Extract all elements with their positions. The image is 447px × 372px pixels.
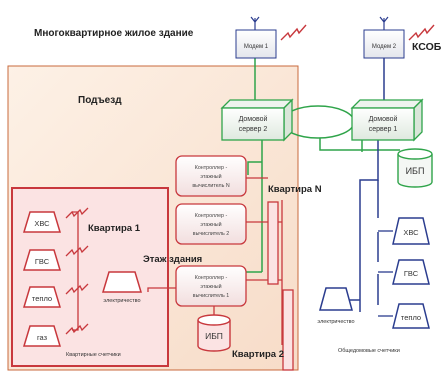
blue-backbone <box>359 138 379 312</box>
ups-building-label: ИБП <box>406 166 425 176</box>
svg-text:тепло: тепло <box>32 294 52 303</box>
apartment-n-bar <box>267 201 279 285</box>
server-1-label-1: Домовой <box>369 115 398 123</box>
antenna-icon <box>379 16 389 23</box>
apartment-n-label: Квартира N <box>268 184 322 195</box>
svg-text:ХВС: ХВС <box>403 228 419 237</box>
apartment-meters-caption: Квартирные счетчики <box>66 352 121 358</box>
link-apartment-meters <box>72 211 79 331</box>
svg-text:Контроллер -: Контроллер - <box>195 165 228 171</box>
svg-text:тепло: тепло <box>401 313 421 322</box>
server-2: Домовой сервер 2 <box>220 98 294 142</box>
building-meter-electricity: электричество <box>317 287 355 325</box>
floor-label: Этаж здания <box>143 254 202 265</box>
ups-entrance: ИБП <box>197 314 231 352</box>
building-meter-heat: тепло <box>392 303 430 329</box>
svg-text:этажный: этажный <box>200 221 221 228</box>
ups-building: ИБП <box>397 148 433 188</box>
meter-gas: газ <box>22 325 62 347</box>
svg-text:газ: газ <box>37 333 48 342</box>
svg-text:Контроллер -: Контроллер - <box>195 213 228 219</box>
modem-1: Модем 1 <box>235 16 277 59</box>
controller-n: Контроллер - этажный вычислитель N <box>175 155 247 197</box>
modem-2-label: Модем 2 <box>372 44 397 50</box>
server-1-label-2: сервер 1 <box>369 126 398 133</box>
svg-text:ГВС: ГВС <box>35 257 50 266</box>
svg-text:вычислитель 1: вычислитель 1 <box>193 293 229 299</box>
svg-text:электричество: электричество <box>317 319 354 325</box>
svg-text:этажный: этажный <box>200 173 221 180</box>
svg-text:ХВС: ХВС <box>34 219 50 228</box>
server-1: Домовой сервер 1 <box>350 98 424 142</box>
wireless-signal-icon <box>408 24 435 41</box>
svg-text:вычислитель 2: вычислитель 2 <box>193 231 229 237</box>
svg-text:электричество: электричество <box>103 298 140 304</box>
apartment-2-label: Квартира 2 <box>232 349 284 360</box>
meter-cold-water: ХВС <box>22 211 62 233</box>
wireless-signal-icon <box>65 323 89 335</box>
modem-2: Модем 2 <box>363 16 405 59</box>
building-meter-cold-water: ХВС <box>392 217 430 245</box>
ups-entrance-label: ИБП <box>205 331 223 341</box>
server-2-label-2: сервер 2 <box>239 126 268 133</box>
link-server2-ups <box>319 138 400 151</box>
svg-text:ГВС: ГВС <box>404 269 419 278</box>
antenna-icon <box>250 16 260 23</box>
apartment-2-bar <box>282 289 294 371</box>
modem-1-label: Модем 1 <box>244 44 269 50</box>
link-server2-controllerN <box>247 161 262 175</box>
wireless-signal-icon <box>65 245 89 257</box>
meter-electricity: электричество <box>101 271 143 304</box>
apartment-1-label: Квартира 1 <box>88 223 141 234</box>
controller-2: Контроллер - этажный вычислитель 2 <box>175 203 247 245</box>
building-meters-caption: Общедомовые счетчики <box>338 348 400 354</box>
building-meter-hot-water: ГВС <box>392 259 430 285</box>
svg-text:Контроллер -: Контроллер - <box>195 275 228 281</box>
meter-hot-water: ГВС <box>22 249 62 271</box>
ksob-label: КСОБ <box>412 41 442 53</box>
building-title: Многоквартирное жилое здание <box>34 28 194 39</box>
controller-1: Контроллер - этажный вычислитель 1 <box>175 265 247 307</box>
svg-text:вычислитель N: вычислитель N <box>192 183 229 189</box>
wireless-signal-icon <box>280 24 307 41</box>
link-controller1-apartment <box>147 287 180 292</box>
server-2-label-1: Домовой <box>239 115 268 123</box>
svg-text:этажный: этажный <box>200 283 221 290</box>
entrance-label: Подъезд <box>78 95 122 106</box>
wireless-signal-icon <box>65 283 89 295</box>
wireless-signal-icon <box>65 207 89 219</box>
meter-heat: тепло <box>22 286 62 308</box>
